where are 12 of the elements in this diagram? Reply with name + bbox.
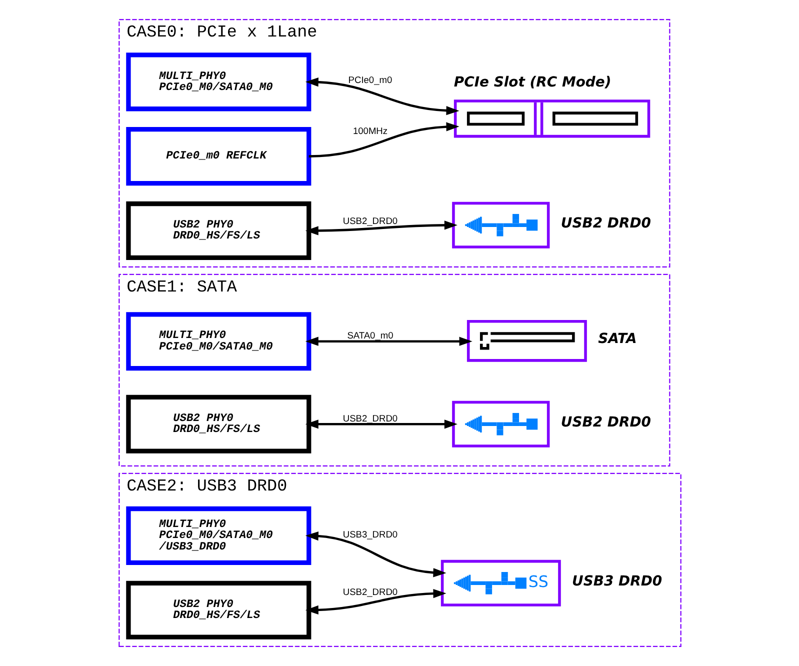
edge-label: 100MHz <box>352 126 388 136</box>
edge-label: USB2_DRD0 <box>342 216 398 226</box>
edge-label: USB3_DRD0 <box>342 530 398 540</box>
edge-label: USB2_DRD0 <box>342 587 398 598</box>
node-label: PCIe Slot (RC Mode) <box>453 74 611 91</box>
edge-label: USB2_DRD0 <box>342 413 398 424</box>
edge-label: PCIe0_m0 <box>348 74 392 85</box>
node-label: USB2 DRD0 <box>560 414 650 430</box>
node-label: USB2 DRD0 <box>560 215 650 232</box>
node-label: SATA <box>598 331 636 348</box>
edge-label: SATA0_m0 <box>346 330 393 341</box>
node-label: USB3 DRD0 <box>572 573 662 590</box>
